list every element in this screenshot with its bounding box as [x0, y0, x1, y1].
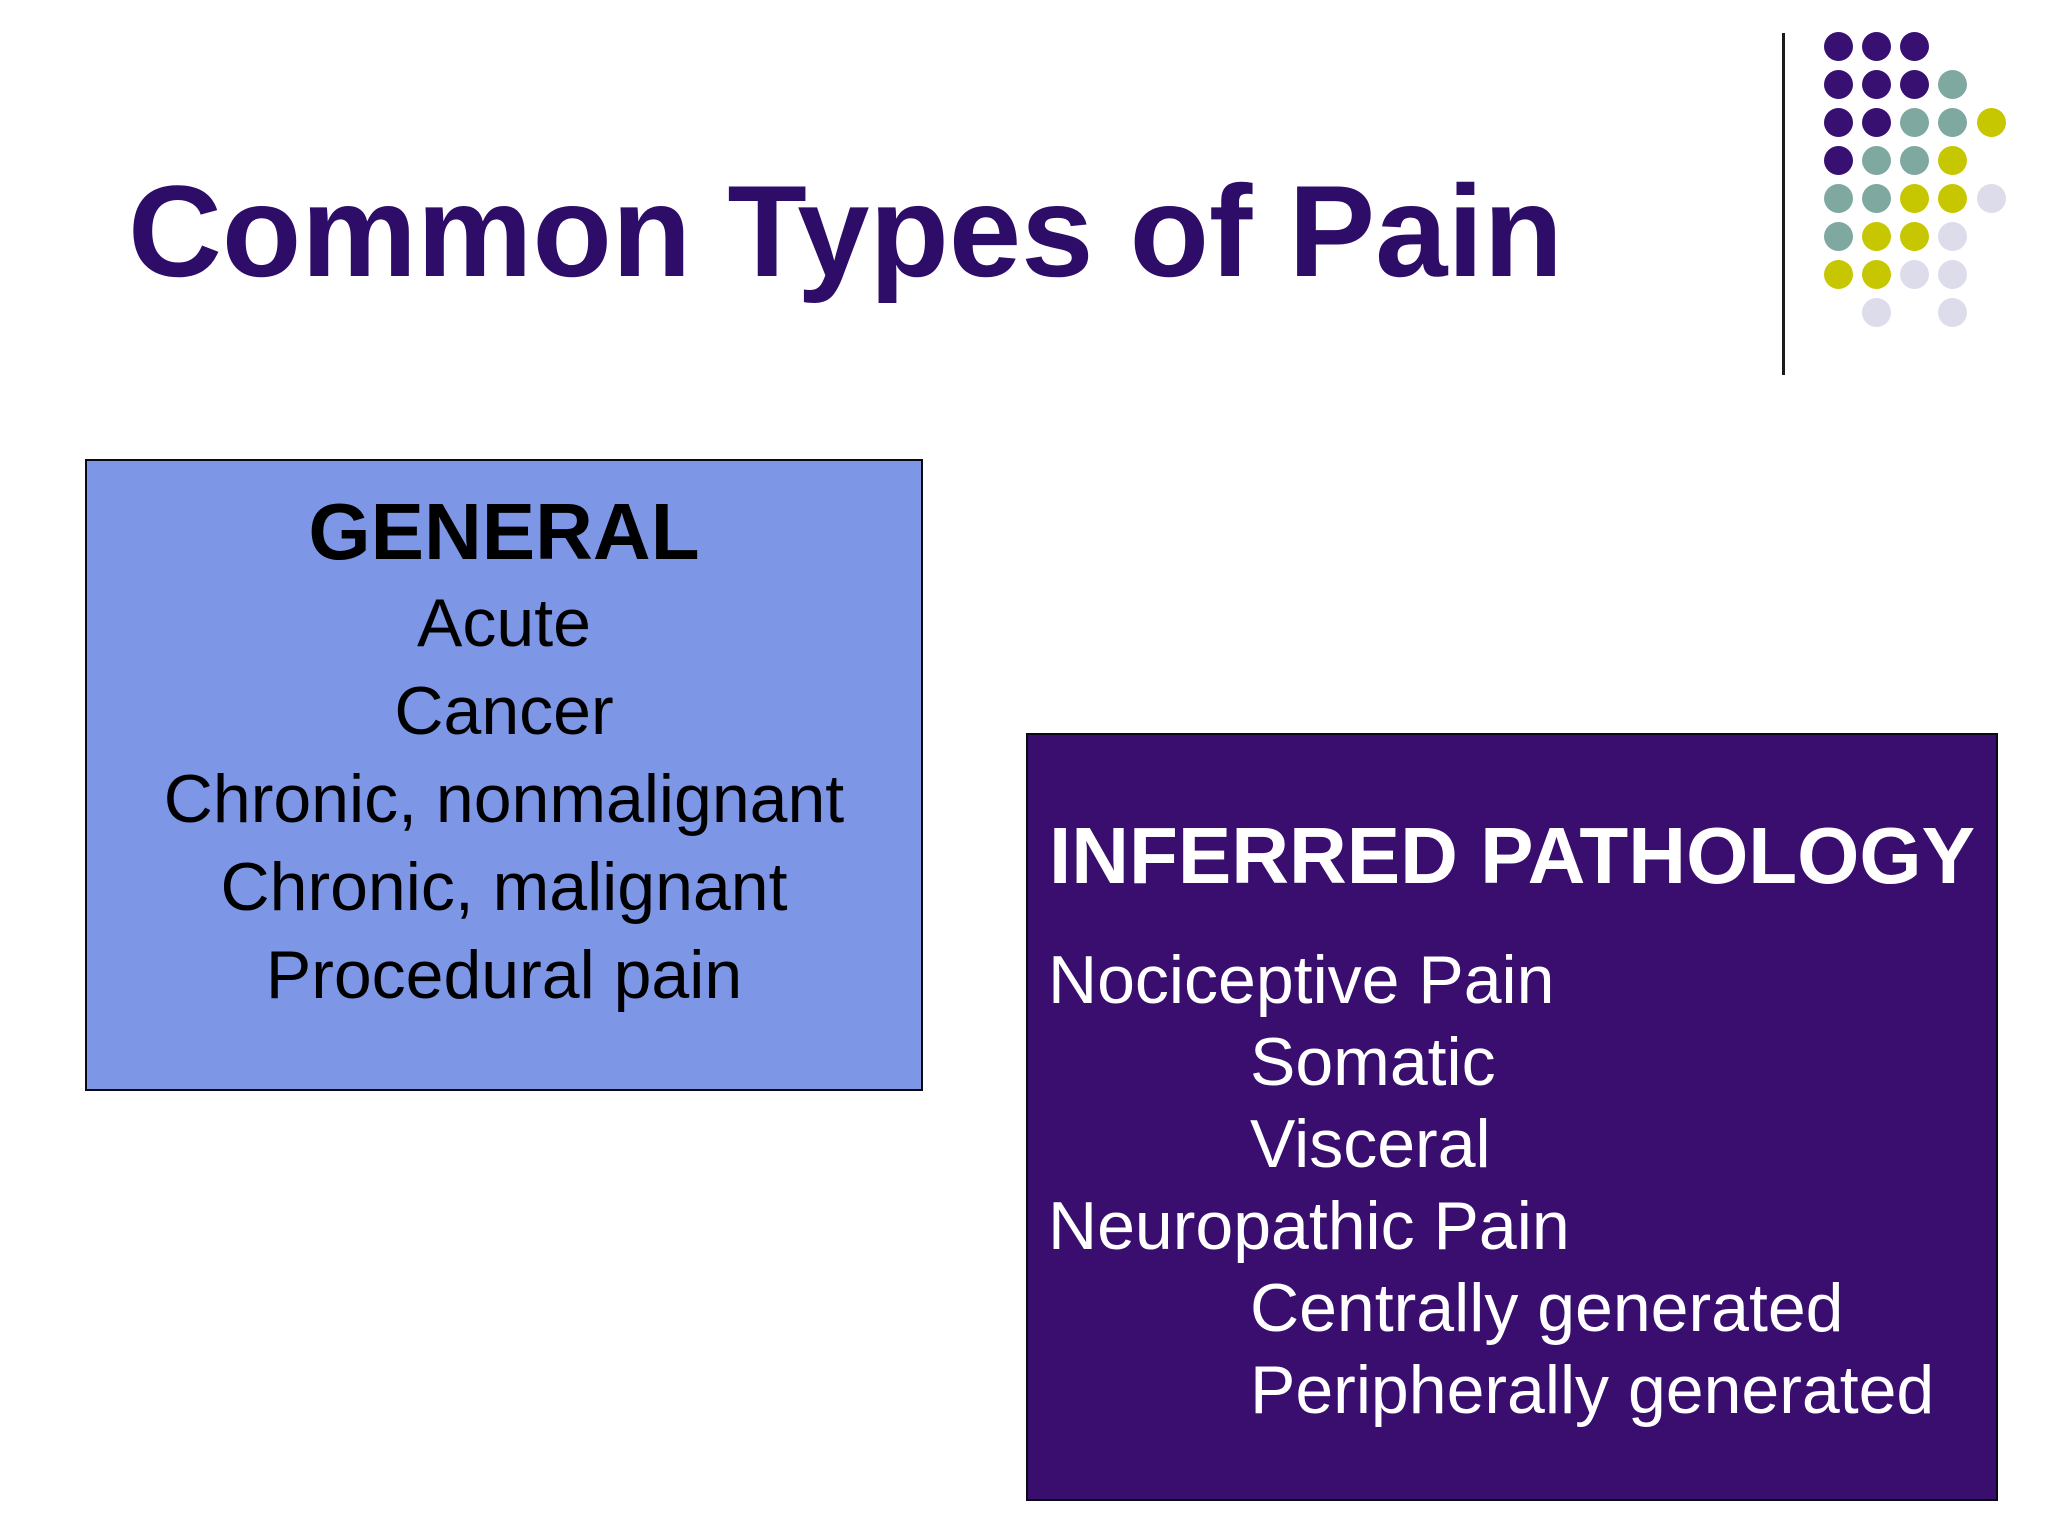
- general-box-item: Chronic, malignant: [220, 849, 788, 925]
- pathology-box-subitem: Centrally generated: [1250, 1270, 1844, 1346]
- slide-title: Common Types of Pain: [128, 158, 1563, 304]
- decorative-dot: [1823, 107, 1853, 137]
- decorative-dot: [1900, 107, 1929, 137]
- general-box-item: Procedural pain: [265, 937, 743, 1013]
- decorative-dot: [1938, 297, 1968, 327]
- general-pain-box: GENERAL Acute Cancer Chronic, nonmaligna…: [85, 459, 923, 1091]
- decorative-dot: [1823, 31, 1853, 61]
- decorative-dot: [1823, 145, 1853, 175]
- general-box-heading: GENERAL: [308, 487, 700, 576]
- decorative-dot: [1900, 31, 1929, 61]
- general-box-item: Cancer: [394, 673, 614, 749]
- decorative-dot: [1823, 221, 1853, 251]
- pathology-box-item: Neuropathic Pain: [1048, 1188, 1570, 1264]
- decorative-dot: [1900, 221, 1929, 251]
- divider-line: [1782, 33, 1785, 375]
- decorative-dot: [1861, 221, 1891, 251]
- general-box-item: Acute: [417, 585, 591, 661]
- pathology-box-subitem: Somatic: [1250, 1024, 1496, 1100]
- decorative-dot: [1900, 183, 1929, 213]
- decorative-dot: [1900, 69, 1929, 99]
- decorative-dot: [1861, 31, 1891, 61]
- pathology-box-subitem: Peripherally generated: [1250, 1352, 1935, 1428]
- decorative-dot: [1823, 69, 1853, 99]
- decorative-dot: [1900, 259, 1929, 289]
- decorative-dot: [1976, 183, 2006, 213]
- decorative-dot: [1938, 259, 1968, 289]
- pathology-box-item: Nociceptive Pain: [1048, 942, 1555, 1018]
- decorative-dot: [1938, 221, 1968, 251]
- decorative-dot: [1938, 145, 1968, 175]
- decorative-dot: [1938, 107, 1968, 137]
- decorative-dot: [1861, 259, 1891, 289]
- pathology-box-subitem: Visceral: [1250, 1106, 1491, 1182]
- decorative-dot: [1823, 183, 1853, 213]
- decorative-dot: [1861, 297, 1891, 327]
- decorative-dot: [1861, 107, 1891, 137]
- decorative-dot: [1861, 145, 1891, 175]
- decorative-dot: [1861, 183, 1891, 213]
- decorative-dot: [1900, 145, 1929, 175]
- decorative-dot: [1938, 69, 1968, 99]
- decorative-dot: [1823, 259, 1853, 289]
- inferred-pathology-box: INFERRED PATHOLOGY Nociceptive Pain Soma…: [1026, 733, 1998, 1501]
- pathology-box-heading: INFERRED PATHOLOGY: [1049, 811, 1975, 900]
- general-box-item: Chronic, nonmalignant: [163, 761, 845, 837]
- decorative-dot: [1938, 183, 1968, 213]
- decorative-dot: [1976, 107, 2006, 137]
- decorative-dot: [1861, 69, 1891, 99]
